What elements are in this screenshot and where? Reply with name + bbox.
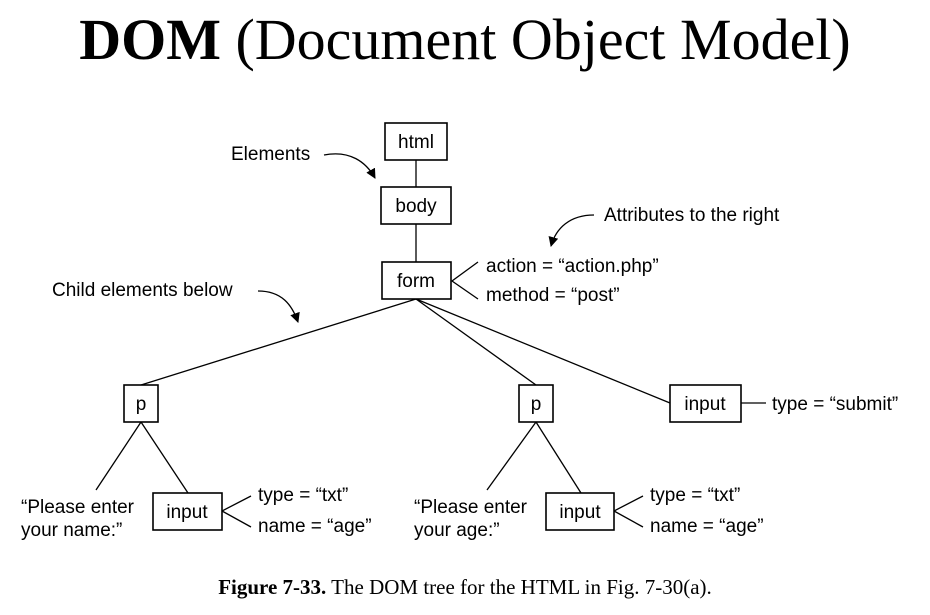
figure-caption: Figure 7-33. The DOM tree for the HTML i… [0, 575, 930, 600]
edge-form-submit [415, 298, 671, 404]
node-html-label: html [398, 132, 434, 153]
annotation-children: Child elements below [52, 280, 233, 301]
annotation-elements: Elements [231, 144, 310, 165]
edge-form-attributes [450, 261, 479, 300]
edge-input1-attributes [220, 495, 252, 528]
text-p-age-line1: “Please enter [414, 497, 528, 518]
node-form-label: form [397, 271, 435, 292]
title-rest: (Document Object Model) [220, 7, 851, 72]
node-body-label: body [395, 196, 437, 217]
node-html: html [384, 122, 448, 161]
edge-input2-attributes [612, 495, 644, 528]
node-p-age: p [518, 384, 554, 423]
edge-p1-text [95, 421, 142, 491]
title-bold: DOM [79, 7, 221, 72]
attr-input-name-name: name = “age” [258, 516, 372, 537]
node-input-submit-label: input [684, 394, 726, 415]
edge-p1-input [140, 421, 189, 494]
node-p-name: p [123, 384, 159, 423]
annotation-attributes-arrow [548, 214, 595, 247]
node-body: body [380, 186, 452, 225]
text-p-name-line1: “Please enter [21, 497, 135, 518]
text-p-age-line2: your age:” [414, 520, 500, 541]
attr-form-action: action = “action.php” [486, 256, 659, 277]
node-input-name-label: input [166, 502, 208, 523]
node-input-age-label: input [559, 502, 601, 523]
annotation-children-arrow [257, 290, 300, 323]
attr-input-name-type: type = “txt” [258, 485, 348, 506]
edge-form-p2 [415, 298, 537, 386]
caption-label: Figure 7-33. [218, 575, 327, 599]
annotation-attributes: Attributes to the right [604, 205, 780, 226]
node-input-submit: input [669, 384, 742, 423]
node-input-name: input [152, 492, 223, 531]
attr-form-method: method = “post” [486, 285, 620, 306]
node-form: form [381, 261, 452, 300]
edge-form-p1 [140, 298, 417, 386]
attr-input-age-name: name = “age” [650, 516, 764, 537]
edge-p2-input [535, 421, 582, 494]
node-p-name-label: p [136, 394, 147, 415]
caption-text: The DOM tree for the HTML in Fig. 7-30(a… [326, 575, 712, 599]
attr-submit-type: type = “submit” [772, 394, 898, 415]
edge-p2-text [486, 421, 537, 491]
node-p-age-label: p [531, 394, 542, 415]
annotation-elements-arrow [323, 153, 376, 179]
node-input-age: input [545, 492, 615, 531]
text-p-name-line2: your name:” [21, 520, 122, 541]
attr-input-age-type: type = “txt” [650, 485, 740, 506]
diagram-title: DOM (Document Object Model) [0, 2, 930, 78]
